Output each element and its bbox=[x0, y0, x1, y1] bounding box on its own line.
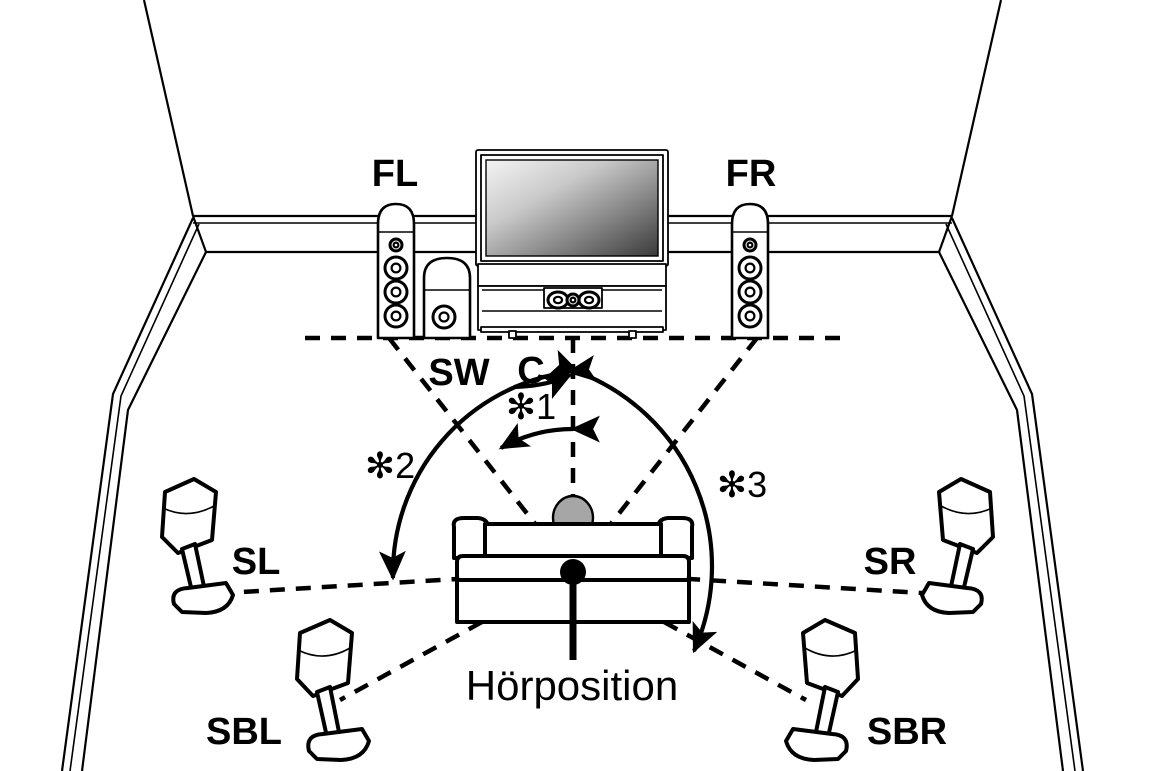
label-note-3: ✻3 bbox=[717, 464, 767, 505]
right-wall-molding-inner bbox=[945, 223, 1076, 771]
fl-tweeter-dome bbox=[392, 241, 400, 249]
sr-stand-base bbox=[920, 581, 984, 615]
label-surround-back-left: SBL bbox=[206, 711, 282, 753]
sofa-backrest bbox=[483, 522, 663, 560]
fr-midrange-cap bbox=[744, 262, 756, 274]
surround-back-right-speaker bbox=[784, 618, 860, 762]
cabinet-top-shelf bbox=[477, 263, 667, 287]
sl-grille-line bbox=[162, 505, 215, 515]
sbr-cabinet bbox=[801, 618, 860, 698]
front-left-speaker bbox=[376, 202, 416, 340]
label-front-left: FL bbox=[372, 153, 418, 195]
center-tweeter-dome bbox=[569, 296, 577, 304]
surround-left-speaker bbox=[160, 477, 235, 615]
cabinet-base bbox=[480, 326, 664, 333]
label-note-2: ✻2 bbox=[365, 445, 415, 486]
surround-back-left-speaker bbox=[295, 618, 371, 762]
sr-cabinet bbox=[937, 477, 995, 555]
sbl-to-listener-line bbox=[338, 570, 575, 702]
fl-woofer-upper-cap bbox=[390, 286, 402, 298]
room-structure bbox=[60, 0, 1085, 771]
tv-stand bbox=[477, 263, 667, 339]
sr-grille-line bbox=[940, 505, 993, 515]
right-wall-baseboard-line bbox=[938, 251, 1065, 771]
sbr-grille-line bbox=[804, 647, 858, 657]
label-surround-left: SL bbox=[232, 541, 281, 583]
left-wall-molding-inner bbox=[69, 223, 200, 771]
sbl-cabinet bbox=[295, 618, 354, 698]
left-wall-molding-outer bbox=[60, 217, 195, 771]
sofa-left-armrest bbox=[451, 516, 491, 560]
label-front-right: FR bbox=[726, 153, 777, 195]
left-corner-notch bbox=[191, 215, 208, 253]
fr-tweeter-dome bbox=[746, 241, 754, 249]
sl-stand-base bbox=[171, 581, 235, 615]
left-wall-baseboard-line bbox=[80, 251, 207, 771]
fl-midrange-cap bbox=[390, 262, 402, 274]
surround-baseline bbox=[191, 569, 956, 598]
label-listening-position: Hörposition bbox=[466, 662, 678, 709]
front-right-speaker bbox=[730, 202, 770, 340]
sbl-grille-line bbox=[297, 647, 351, 657]
right-wall-molding-outer bbox=[950, 217, 1085, 771]
angle-arcs bbox=[378, 349, 718, 654]
fr-woofer-upper-cap bbox=[744, 286, 756, 298]
angle-arc-note-2 bbox=[378, 355, 598, 581]
subwoofer-dust-cap bbox=[438, 311, 450, 323]
right-corner-notch bbox=[937, 215, 954, 253]
right-ceiling-corner-line bbox=[950, 0, 1003, 217]
fl-woofer-lower-cap bbox=[390, 310, 402, 322]
center-speaker bbox=[543, 287, 603, 310]
label-center: C bbox=[517, 350, 544, 392]
sbl-stand-base bbox=[306, 727, 371, 762]
sbr-stand-base bbox=[784, 727, 849, 762]
sofa-right-armrest bbox=[655, 516, 695, 560]
surround-right-speaker bbox=[920, 477, 995, 615]
label-surround-right: SR bbox=[864, 541, 917, 583]
cabinet-foot-left bbox=[508, 330, 517, 339]
center-woofer-right-dust-cap bbox=[583, 295, 595, 305]
subwoofer bbox=[422, 256, 472, 340]
fr-woofer-lower-cap bbox=[744, 310, 756, 322]
label-subwoofer: SW bbox=[428, 352, 489, 394]
tv-screen bbox=[485, 159, 659, 257]
television bbox=[475, 149, 669, 267]
cabinet-foot-right bbox=[628, 330, 637, 339]
label-note-1: ✻1 bbox=[506, 386, 556, 427]
listening-position-dot bbox=[560, 559, 586, 585]
center-label-leader-arrow bbox=[513, 373, 573, 400]
left-ceiling-corner-line bbox=[142, 0, 195, 217]
label-surround-back-right: SBR bbox=[867, 711, 947, 753]
sl-cabinet bbox=[160, 477, 218, 555]
angle-arc-note-3 bbox=[548, 349, 718, 654]
center-woofer-left-dust-cap bbox=[552, 295, 564, 305]
